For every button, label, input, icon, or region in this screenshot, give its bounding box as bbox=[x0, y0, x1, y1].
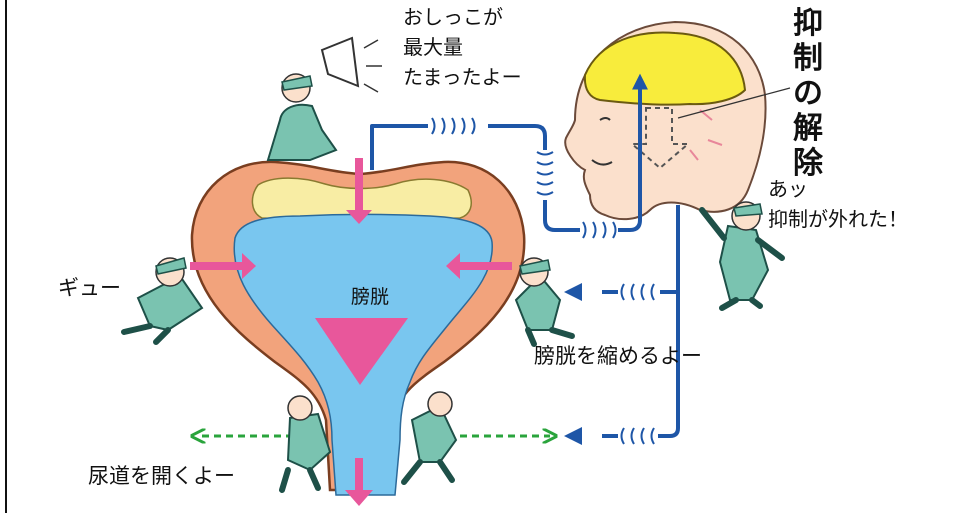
worker-figure bbox=[121, 257, 204, 345]
head-profile bbox=[564, 20, 791, 221]
inhibit-char: 制 bbox=[793, 41, 823, 76]
urethra-label: 尿道を開くよー bbox=[88, 464, 235, 488]
speech-text: おしっこが 最大量 たまったよー bbox=[403, 2, 522, 92]
worker-figure bbox=[401, 391, 458, 485]
signal-wave-icon bbox=[431, 117, 617, 239]
speech-line: おしっこが bbox=[403, 5, 503, 29]
inhibition-arrow-icon bbox=[629, 107, 691, 170]
squeeze-label: ギュー bbox=[58, 276, 121, 300]
contract-label: 膀胱を縮めるよー bbox=[534, 344, 702, 368]
realize-line: 抑制が外れた！ bbox=[768, 207, 908, 231]
realize-line: あッ bbox=[768, 177, 808, 201]
signal-wave-icon bbox=[620, 283, 655, 445]
worker-figure bbox=[279, 395, 332, 493]
inhibit-leader-line bbox=[677, 87, 791, 119]
inhibit-char: 除 bbox=[793, 146, 823, 181]
inhibition-release-label: 抑 制 の 解 除 bbox=[793, 6, 823, 181]
inhibit-char: 抑 bbox=[793, 6, 823, 41]
worker-figure bbox=[514, 257, 575, 347]
realize-text: あッ 抑制が外れた！ bbox=[768, 174, 908, 234]
brain-icon bbox=[583, 31, 747, 106]
frame-border bbox=[5, 0, 7, 513]
worker-figure bbox=[266, 36, 382, 161]
efferent-nerve bbox=[602, 205, 680, 438]
bladder-label: 膀胱 bbox=[351, 286, 390, 308]
nerve-arrowheads bbox=[564, 283, 582, 445]
afferent-nerve bbox=[370, 73, 648, 232]
pressure-arrows bbox=[190, 158, 512, 506]
inhibit-char: 解 bbox=[793, 111, 823, 146]
worker-figure bbox=[699, 201, 785, 311]
speech-line: たまったよー bbox=[403, 65, 522, 89]
speech-line: 最大量 bbox=[403, 35, 463, 59]
inhibit-char: の bbox=[793, 76, 823, 111]
megaphone-icon bbox=[320, 36, 360, 88]
